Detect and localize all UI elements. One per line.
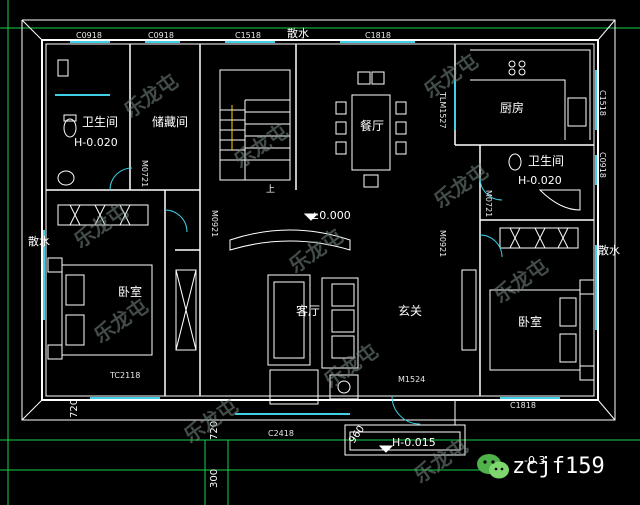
outside-level: -0.3 bbox=[524, 454, 546, 467]
stair-up-label: 上 bbox=[266, 185, 276, 195]
code-c1818-bottom: C1818 bbox=[510, 401, 536, 410]
code-c0918-b: C0918 bbox=[148, 31, 174, 40]
code-c1518-right: C1518 bbox=[598, 90, 607, 116]
apron-outline bbox=[21, 19, 616, 421]
room-label-kitchen: 厨房 bbox=[500, 101, 525, 115]
apron-left: 散水 bbox=[28, 235, 50, 248]
code-m0921-left: M0921 bbox=[210, 210, 219, 238]
code-m0921-right: M0921 bbox=[438, 230, 447, 258]
room-label-bedroom-left: 卧室 bbox=[118, 285, 143, 299]
code-tc2118: TC2118 bbox=[110, 371, 141, 380]
dim-720-a: 720 bbox=[69, 398, 80, 418]
code-c2418: C2418 bbox=[268, 429, 294, 438]
doors bbox=[109, 167, 503, 425]
windows bbox=[43, 41, 597, 415]
sofa-set bbox=[229, 229, 359, 405]
code-c1518-top: C1518 bbox=[235, 31, 261, 40]
wechat-icon bbox=[477, 454, 509, 479]
level-markers bbox=[303, 213, 394, 453]
floor-level: ±0.000 bbox=[310, 209, 351, 222]
level-bathroom-left: H-0.020 bbox=[74, 136, 118, 149]
code-m0721-left: M0721 bbox=[140, 160, 149, 188]
code-c0918-right: C0918 bbox=[598, 152, 607, 178]
closets bbox=[57, 204, 579, 351]
wechat-id: zcjf159 bbox=[512, 454, 605, 479]
apron-top: 散水 bbox=[287, 27, 309, 40]
staircase bbox=[219, 69, 291, 181]
code-m1524: M1524 bbox=[398, 375, 426, 384]
dining-set bbox=[335, 71, 407, 188]
dim-300: 300 bbox=[209, 468, 220, 488]
level-bathroom-right: H-0.020 bbox=[518, 174, 562, 187]
beds bbox=[47, 257, 595, 381]
entry-level: H-0.015 bbox=[392, 436, 436, 449]
entry-steps bbox=[344, 400, 466, 456]
apron-right: 散水 bbox=[598, 244, 620, 257]
room-label-foyer: 玄关 bbox=[398, 304, 423, 318]
code-c1818-top: C1818 bbox=[365, 31, 391, 40]
room-label-dining: 餐厅 bbox=[360, 119, 385, 133]
kitchen-fixtures bbox=[470, 49, 591, 140]
room-label-bathroom-left: 卫生间 bbox=[82, 115, 119, 129]
code-m0721-right: M0721 bbox=[484, 190, 493, 218]
room-label-bedroom-right: 卧室 bbox=[518, 315, 543, 329]
room-label-storage: 储藏间 bbox=[152, 115, 189, 129]
code-c0918-a: C0918 bbox=[76, 31, 102, 40]
room-label-living: 客厅 bbox=[296, 304, 321, 318]
bathroom-fixtures bbox=[57, 59, 581, 211]
room-label-bathroom-right: 卫生间 bbox=[528, 154, 565, 168]
